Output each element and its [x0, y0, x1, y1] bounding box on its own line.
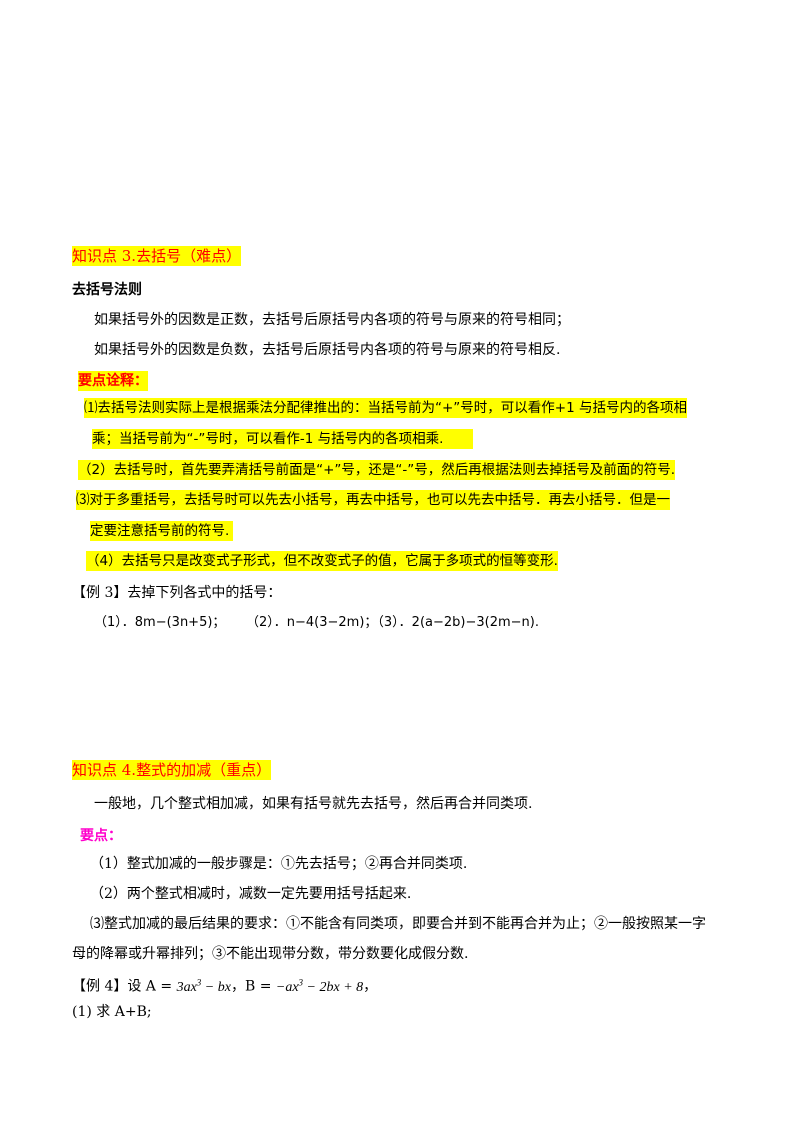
expr-b: −ax3 − 2bx + 8 [275, 977, 364, 995]
note-line-3: （2）去括号时，首先要弄清括号前面是“+”号，还是“-”号，然后再根据法则去掉括… [78, 460, 676, 480]
expr-a: 3ax3 − bx [176, 977, 231, 995]
note-line-4: ⑶对于多重括号，去括号时可以先去小括号，再去中括号，也可以先去中括号．再去小括号… [76, 490, 670, 510]
note-line-6: （4）去括号只是改变式子形式，但不改变式子的值，它属于多项式的恒等变形. [86, 551, 558, 571]
rule-line-1: 如果括号外的因数是正数，去括号后原括号内各项的符号与原来的符号相同； [94, 312, 570, 328]
example4-lead: 设 A = [127, 978, 173, 995]
example3: 【例 3】去掉下列各式中的括号： [72, 583, 281, 603]
section3-title: 知识点 3.去括号（难点） [72, 246, 242, 266]
note-line-1: ⑴去括号法则实际上是根据乘法分配律推出的：当括号前为“+”号时，可以看作+1 与… [84, 398, 687, 418]
note-line-5: 定要注意括号前的符号. [90, 521, 234, 541]
example4-tail: ， [363, 978, 378, 995]
point-line-1: （1）整式加减的一般步骤是：①先去括号；②再合并同类项. [90, 856, 468, 872]
example4: 【例 4】设 A = 3ax3 − bx，B = −ax3 − 2bx + 8， [72, 972, 377, 998]
rule-heading: 去括号法则 [72, 282, 142, 298]
section4-title: 知识点 4.整式的加减（重点） [72, 760, 272, 780]
example4-question: (1) 求 A+B; [72, 1004, 152, 1020]
point-line-2: （2）两个整式相减时，减数一定先要用括号括起来. [90, 886, 412, 902]
rule-line-2: 如果括号外的因数是负数，去括号后原括号内各项的符号与原来的符号相反. [94, 342, 561, 358]
example4-sep: ，B = [230, 978, 272, 995]
example4-label: 【例 4】 [72, 978, 128, 995]
example3-item-2: （2）．n−4(3−2m)；（3）．2(a−2b)−3(2m−n). [246, 615, 539, 630]
example3-item-1: （1）．8m−(3n+5)； [94, 615, 226, 630]
points-heading: 要点： [80, 828, 122, 844]
point-line-4: 母的降幂或升幂排列；③不能出现带分数，带分数要化成假分数. [72, 946, 469, 962]
example3-label: 【例 3】 [72, 585, 128, 601]
notes-heading: 要点诠释： [78, 371, 148, 391]
example3-text: 去掉下列各式中的括号： [127, 585, 282, 601]
point-line-3: ⑶整式加减的最后结果的要求：①不能含有同类项，即要合并到不能再合并为止；②一般按… [90, 916, 706, 932]
section4-intro: 一般地，几个整式相加减，如果有括号就先去括号，然后再合并同类项. [94, 796, 533, 812]
note-line-2: 乘；当括号前为“-”号时，可以看作-1 与括号内的各项相乘. [92, 429, 474, 449]
